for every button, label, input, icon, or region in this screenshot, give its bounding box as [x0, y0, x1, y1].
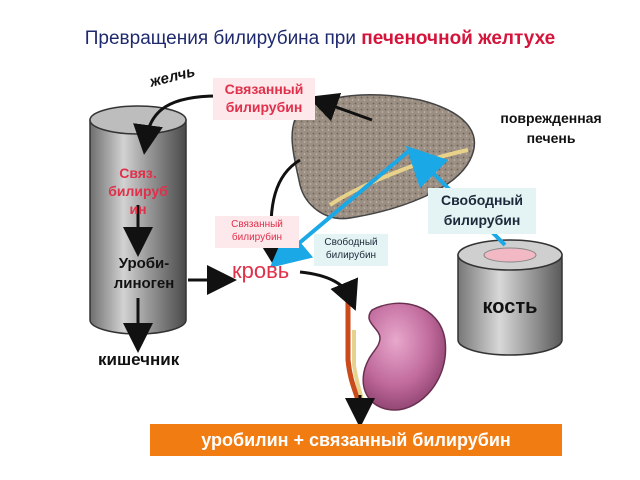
urobilinogen-label: Уроби- линоген: [113, 255, 175, 292]
blood-label: кровь: [232, 258, 290, 283]
bound-bilirubin-small-label: Связанный билирубин: [215, 216, 299, 248]
damaged-liver-label: поврежденная печень: [500, 110, 602, 146]
intestine-label: кишечник: [98, 350, 180, 369]
kidney-shape: [345, 300, 447, 411]
bone-cylinder: [457, 239, 563, 356]
result-banner: уробилин + связанный билирубин: [150, 424, 562, 456]
bone-label: кость: [482, 296, 538, 318]
bound-bilirubin-top-label: Связанный билирубин: [213, 78, 315, 120]
intestine-bound-bilirubin-label: Связ. билируб ин: [108, 165, 168, 217]
free-bilirubin-right-label: Свободный билирубин: [428, 188, 536, 234]
black-arrows: [123, 92, 375, 428]
page-title: Превращения билирубина при печеночной же…: [84, 28, 556, 49]
free-bilirubin-small-label: Свободный билирубин: [314, 234, 388, 266]
